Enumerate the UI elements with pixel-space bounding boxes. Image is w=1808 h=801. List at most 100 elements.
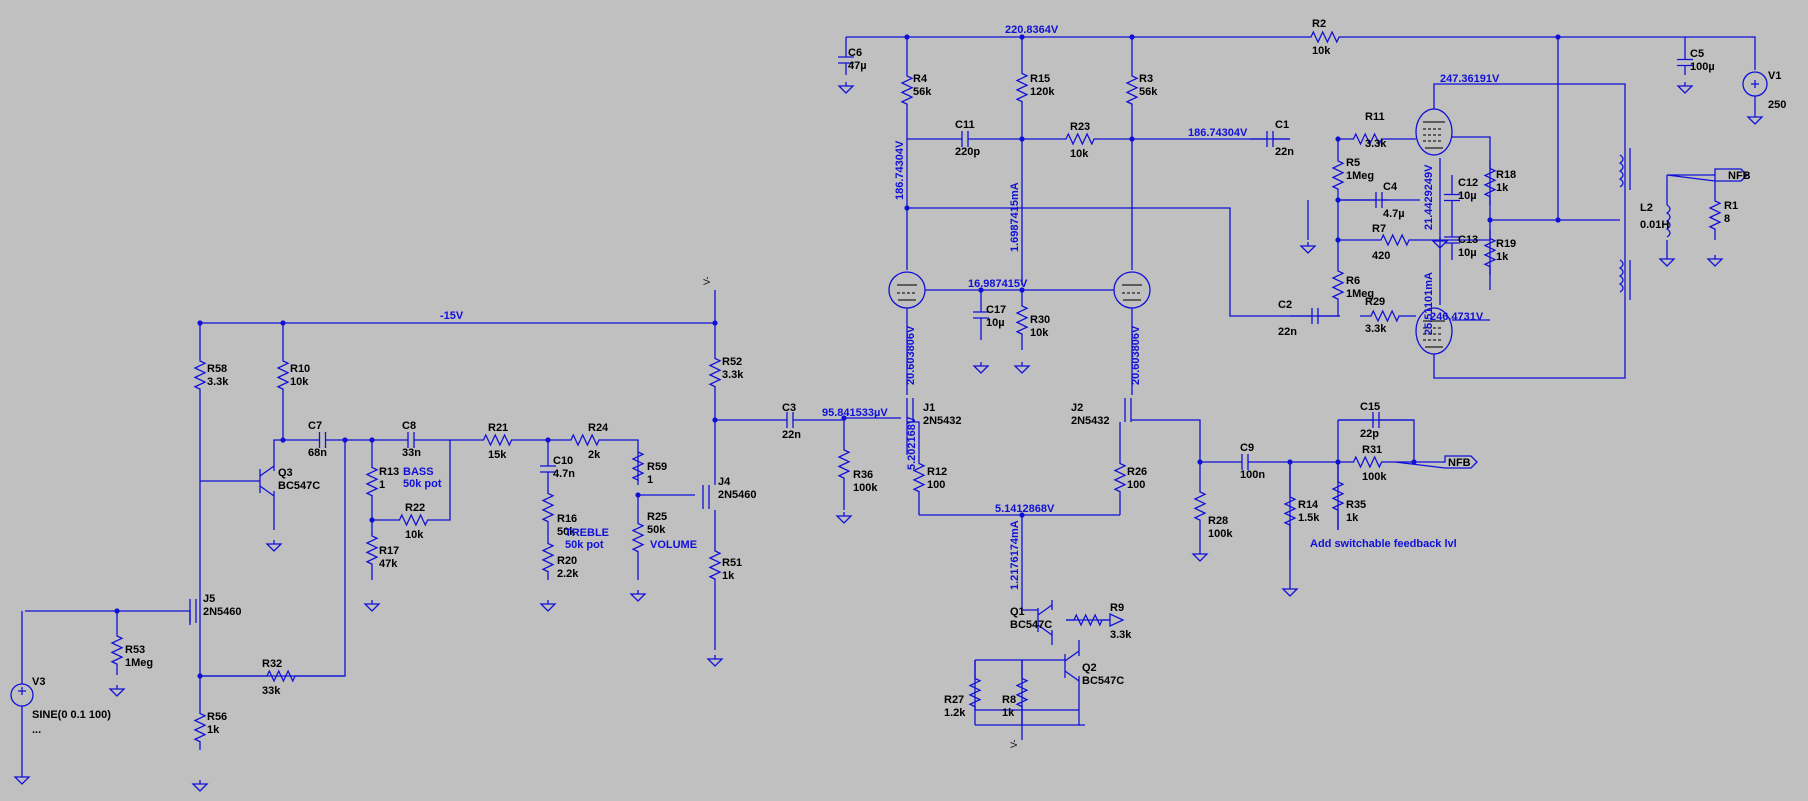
resistor-r13	[365, 458, 379, 505]
ground-symbol	[363, 600, 381, 612]
q3-value: BC547C	[278, 480, 320, 492]
j1-name: J1	[923, 402, 935, 414]
c9-value: 100n	[1240, 469, 1265, 481]
resistor-r59	[631, 451, 645, 482]
ground-symbol	[629, 590, 647, 602]
r56-value: 1k	[207, 724, 220, 736]
resistor-r30	[1015, 290, 1029, 350]
r58-value: 3.3k	[207, 376, 229, 388]
resistor-r23	[1060, 132, 1100, 146]
r7-name: R7	[1372, 223, 1386, 235]
c4-value: 4.7µ	[1383, 208, 1405, 220]
c5-name: C5	[1690, 48, 1704, 60]
capacitor-c17	[973, 290, 989, 340]
r23-name: R23	[1070, 121, 1090, 133]
r5-name: R5	[1346, 157, 1360, 169]
r52-value: 3.3k	[722, 369, 744, 381]
capacitor-c7	[300, 432, 345, 448]
capacitor-c1	[1250, 131, 1290, 147]
resistor-r22	[392, 513, 435, 527]
v3-ellipsis: ...	[32, 724, 41, 736]
r23-value: 10k	[1070, 148, 1089, 160]
r17-value: 47k	[379, 558, 398, 570]
ground-symbol	[706, 655, 724, 667]
current-1698: 1.6987415mA	[1009, 182, 1021, 252]
r22-name: R22	[405, 502, 425, 514]
junction-dot	[280, 437, 286, 443]
ground-symbol	[1281, 585, 1299, 597]
ground-symbol	[1658, 255, 1676, 267]
c7-name: C7	[308, 420, 322, 432]
r29-value: 3.3k	[1365, 323, 1387, 335]
c13-name: C13	[1458, 234, 1478, 246]
wire	[1131, 419, 1201, 462]
wire	[273, 439, 283, 530]
wire	[907, 421, 920, 515]
nfb-label-top: NFB	[1728, 170, 1751, 182]
voltage-v20a: 20.603806V	[905, 325, 917, 385]
c17-value: 10µ	[986, 317, 1005, 329]
bass-label: BASS	[403, 466, 434, 478]
ground-symbol	[835, 512, 853, 524]
capacitor-c6	[838, 45, 854, 75]
r14-name: R14	[1298, 499, 1319, 511]
resistor-r58	[193, 355, 207, 395]
resistor-r52	[708, 350, 722, 395]
triode-left-electrodes	[897, 284, 917, 301]
ground-symbol	[1299, 242, 1317, 254]
r21-value: 15k	[488, 449, 507, 461]
j4-name: J4	[718, 476, 731, 488]
voltage-v186a: 186.74304V	[894, 140, 906, 200]
wire	[1666, 168, 1748, 255]
v3-source	[10, 683, 34, 707]
r16-name: R16	[557, 513, 577, 525]
treble-pot-label: 50k pot	[565, 539, 604, 551]
bjt-q2	[1064, 650, 1080, 682]
j5-name: J5	[203, 593, 215, 605]
resistor-r17	[365, 520, 379, 580]
r52-name: R52	[722, 356, 742, 368]
r51-value: 1k	[722, 570, 735, 582]
c4-name: C4	[1383, 181, 1398, 193]
ground-symbol	[972, 362, 990, 374]
r2-value: 10k	[1312, 45, 1331, 57]
r8-value: 1k	[1002, 707, 1015, 719]
feedback-note: Add switchable feedback lvl	[1310, 538, 1457, 550]
r26-value: 100	[1127, 479, 1145, 491]
c5-value: 100µ	[1690, 61, 1715, 73]
r6-name: R6	[1346, 275, 1360, 287]
resistor-r16	[541, 480, 555, 535]
r30-value: 10k	[1030, 327, 1049, 339]
resistor-r27	[968, 660, 982, 725]
c6-value: 47µ	[848, 60, 867, 72]
resistor-r35	[1331, 462, 1345, 530]
resistor-r28	[1193, 462, 1207, 550]
r19-value: 1k	[1496, 251, 1509, 263]
c11-value: 220p	[955, 146, 980, 158]
resistor-r6	[1331, 270, 1345, 300]
pentode-top-electrodes	[1423, 121, 1445, 149]
resistor-r51	[708, 540, 722, 590]
bjt-q3	[259, 465, 275, 497]
r1-name: R1	[1724, 200, 1738, 212]
wire	[548, 439, 639, 452]
r14-value: 1.5k	[1298, 512, 1320, 524]
r5-value: 1Meg	[1346, 170, 1374, 182]
voltage-v21: 21.4429249V	[1423, 164, 1435, 230]
r24-name: R24	[588, 422, 609, 434]
resistor-r9	[1066, 613, 1110, 627]
wire	[907, 207, 1290, 317]
resistor-r32	[262, 669, 300, 683]
triode-right-electrodes	[1122, 284, 1142, 301]
r4-name: R4	[913, 73, 928, 85]
c3-value: 22n	[782, 429, 801, 441]
r10-name: R10	[290, 363, 310, 375]
wire	[200, 440, 346, 677]
voltage-v220: 220.8364V	[1005, 24, 1059, 36]
r15-value: 120k	[1030, 86, 1055, 98]
ground-symbol	[13, 773, 31, 785]
resistor-r31	[1340, 455, 1395, 469]
jfet-j2	[1124, 398, 1132, 422]
inductor-l2	[1665, 204, 1671, 238]
current-1217: 1.2176174mA	[1009, 520, 1021, 590]
